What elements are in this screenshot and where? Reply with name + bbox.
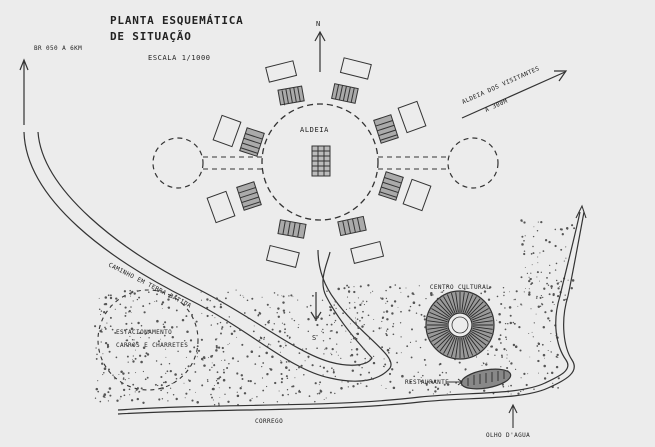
north-arrow: N (314, 20, 326, 72)
house-inner (378, 171, 404, 201)
village-houses (206, 57, 432, 268)
house-outer (350, 240, 385, 264)
dirt-road (23, 131, 392, 382)
restaurant-label: RESTAURANTE (405, 379, 449, 386)
title-line-1: PLANTA ESQUEMÁTICA (110, 14, 244, 27)
visitors-village-arrow (461, 70, 568, 119)
house-outer (206, 190, 236, 224)
restaurant (460, 368, 512, 390)
west-plaza (152, 137, 204, 189)
visitors-village-label-2: A 300M (484, 98, 509, 114)
water-source-arrow (508, 403, 518, 428)
central-house (311, 145, 331, 177)
south-label: S (312, 334, 317, 342)
house-inner (331, 83, 359, 104)
house-inner (337, 215, 367, 237)
house-inner (277, 85, 305, 106)
house-inner (373, 114, 399, 144)
north-label: N (316, 20, 321, 28)
house-inner (239, 127, 265, 157)
house-outer (397, 100, 427, 134)
east-plaza (447, 137, 499, 189)
restaurant-pointer-arrow (446, 378, 463, 386)
house-inner (277, 219, 307, 239)
dirt-road-label: CAMINHO EM TERRA BATIDA (107, 262, 192, 310)
title-line-2: DE SITUAÇÃO (110, 30, 192, 43)
house-outer (402, 178, 432, 212)
stream (117, 204, 587, 415)
house-inner (236, 181, 262, 211)
east-path (378, 156, 448, 170)
highway-arrow (19, 58, 29, 125)
cultural-center-label: CENTRO CULTURAL (430, 284, 490, 291)
village-ring (261, 103, 379, 221)
highway-label: BR 050 A 6KM (34, 45, 82, 52)
west-path (203, 156, 262, 170)
house-outer (265, 60, 298, 83)
parking-label-1: ESTACIONAMENTO (116, 329, 172, 336)
village-label: ALDEIA (300, 126, 329, 134)
scale-label: ESCALA 1/1000 (148, 54, 211, 62)
house-outer (265, 244, 300, 268)
parking-area (97, 289, 199, 391)
house-outer (339, 57, 372, 80)
water-source-label: OLHO D'AGUA (486, 432, 530, 439)
parking-label-2: CARROS E CHARRETES (116, 342, 188, 349)
house-outer (212, 114, 242, 148)
cultural-center (425, 290, 495, 360)
stream-label: CORREGO (255, 418, 283, 425)
